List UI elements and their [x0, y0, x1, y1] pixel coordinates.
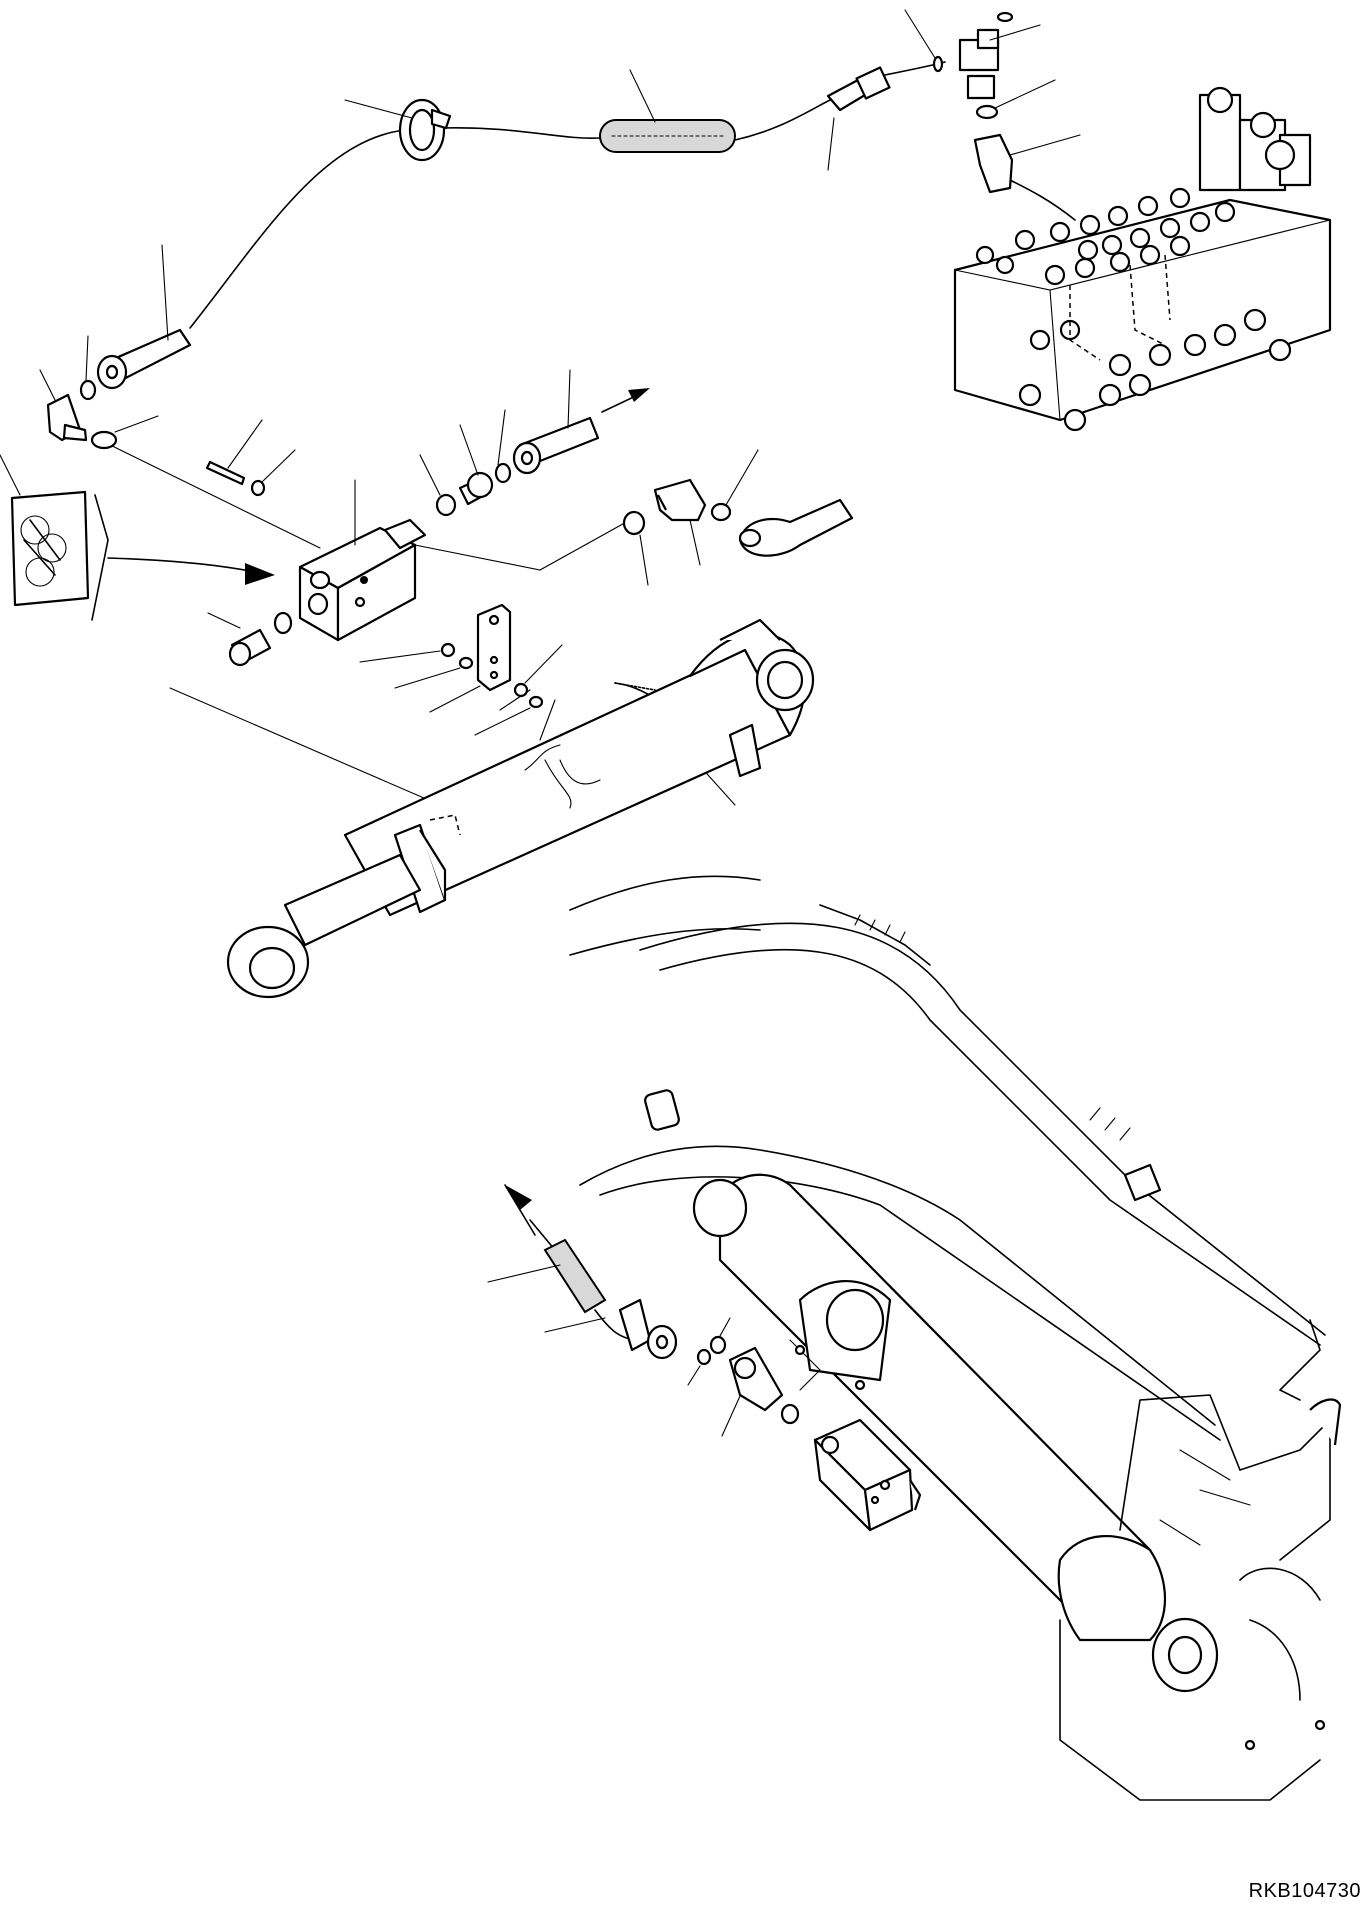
o-ring-lower [273, 611, 293, 635]
o-ring-left-1 [79, 335, 97, 401]
elbow-fitting-left [39, 369, 88, 442]
bracket-plate [429, 603, 512, 713]
union-fitting [458, 424, 494, 506]
boom-cylinder [226, 618, 815, 999]
boom-foot-bracket [1057, 1394, 1342, 1801]
washer-2 [474, 695, 544, 736]
nut-2 [513, 644, 563, 698]
protector-sleeve [599, 69, 736, 153]
instruction-label [0, 454, 109, 621]
flow-arrow-lower [504, 1184, 556, 1251]
hose-lines [99, 61, 1076, 806]
hose-lower [544, 1298, 678, 1360]
safety-valve-block [298, 479, 427, 642]
hose-end-fitting-mid [512, 369, 600, 475]
hose-clamp [344, 98, 452, 162]
o-ring-block-1 [419, 454, 457, 517]
o-ring-lower-2 [709, 1317, 731, 1355]
washer-1 [394, 656, 474, 689]
o-ring-left-2 [90, 415, 159, 450]
steel-pipe [738, 498, 854, 557]
protector-sleeve-lower [487, 1238, 607, 1314]
o-ring-block-2 [494, 409, 512, 484]
elbow-fitting-lower [721, 1346, 784, 1437]
hose-end-fitting-top [826, 66, 891, 171]
flow-arrow-up-right [601, 388, 650, 413]
tee-fitting [904, 9, 1081, 194]
o-ring-elbow-1 [622, 510, 649, 586]
elbow-fitting-right [653, 478, 707, 566]
control-valve-bank [953, 86, 1332, 432]
bolt [205, 419, 263, 486]
o-ring-elbow-2 [710, 449, 759, 522]
adapter-fitting-lower [207, 612, 272, 667]
washer [250, 449, 296, 497]
valve-fittings [975, 187, 1292, 432]
direction-arrow-to-block [107, 557, 275, 585]
safety-valve-block-lower [813, 1418, 922, 1532]
boom-structure [569, 875, 1326, 1441]
hose-end-fitting-left [96, 244, 192, 390]
o-ring-lower-1 [687, 1348, 712, 1386]
nut-1 [359, 642, 456, 663]
drawing-reference-code: RKB104730 [1248, 1880, 1361, 1902]
o-ring-lower-3 [780, 1403, 800, 1425]
